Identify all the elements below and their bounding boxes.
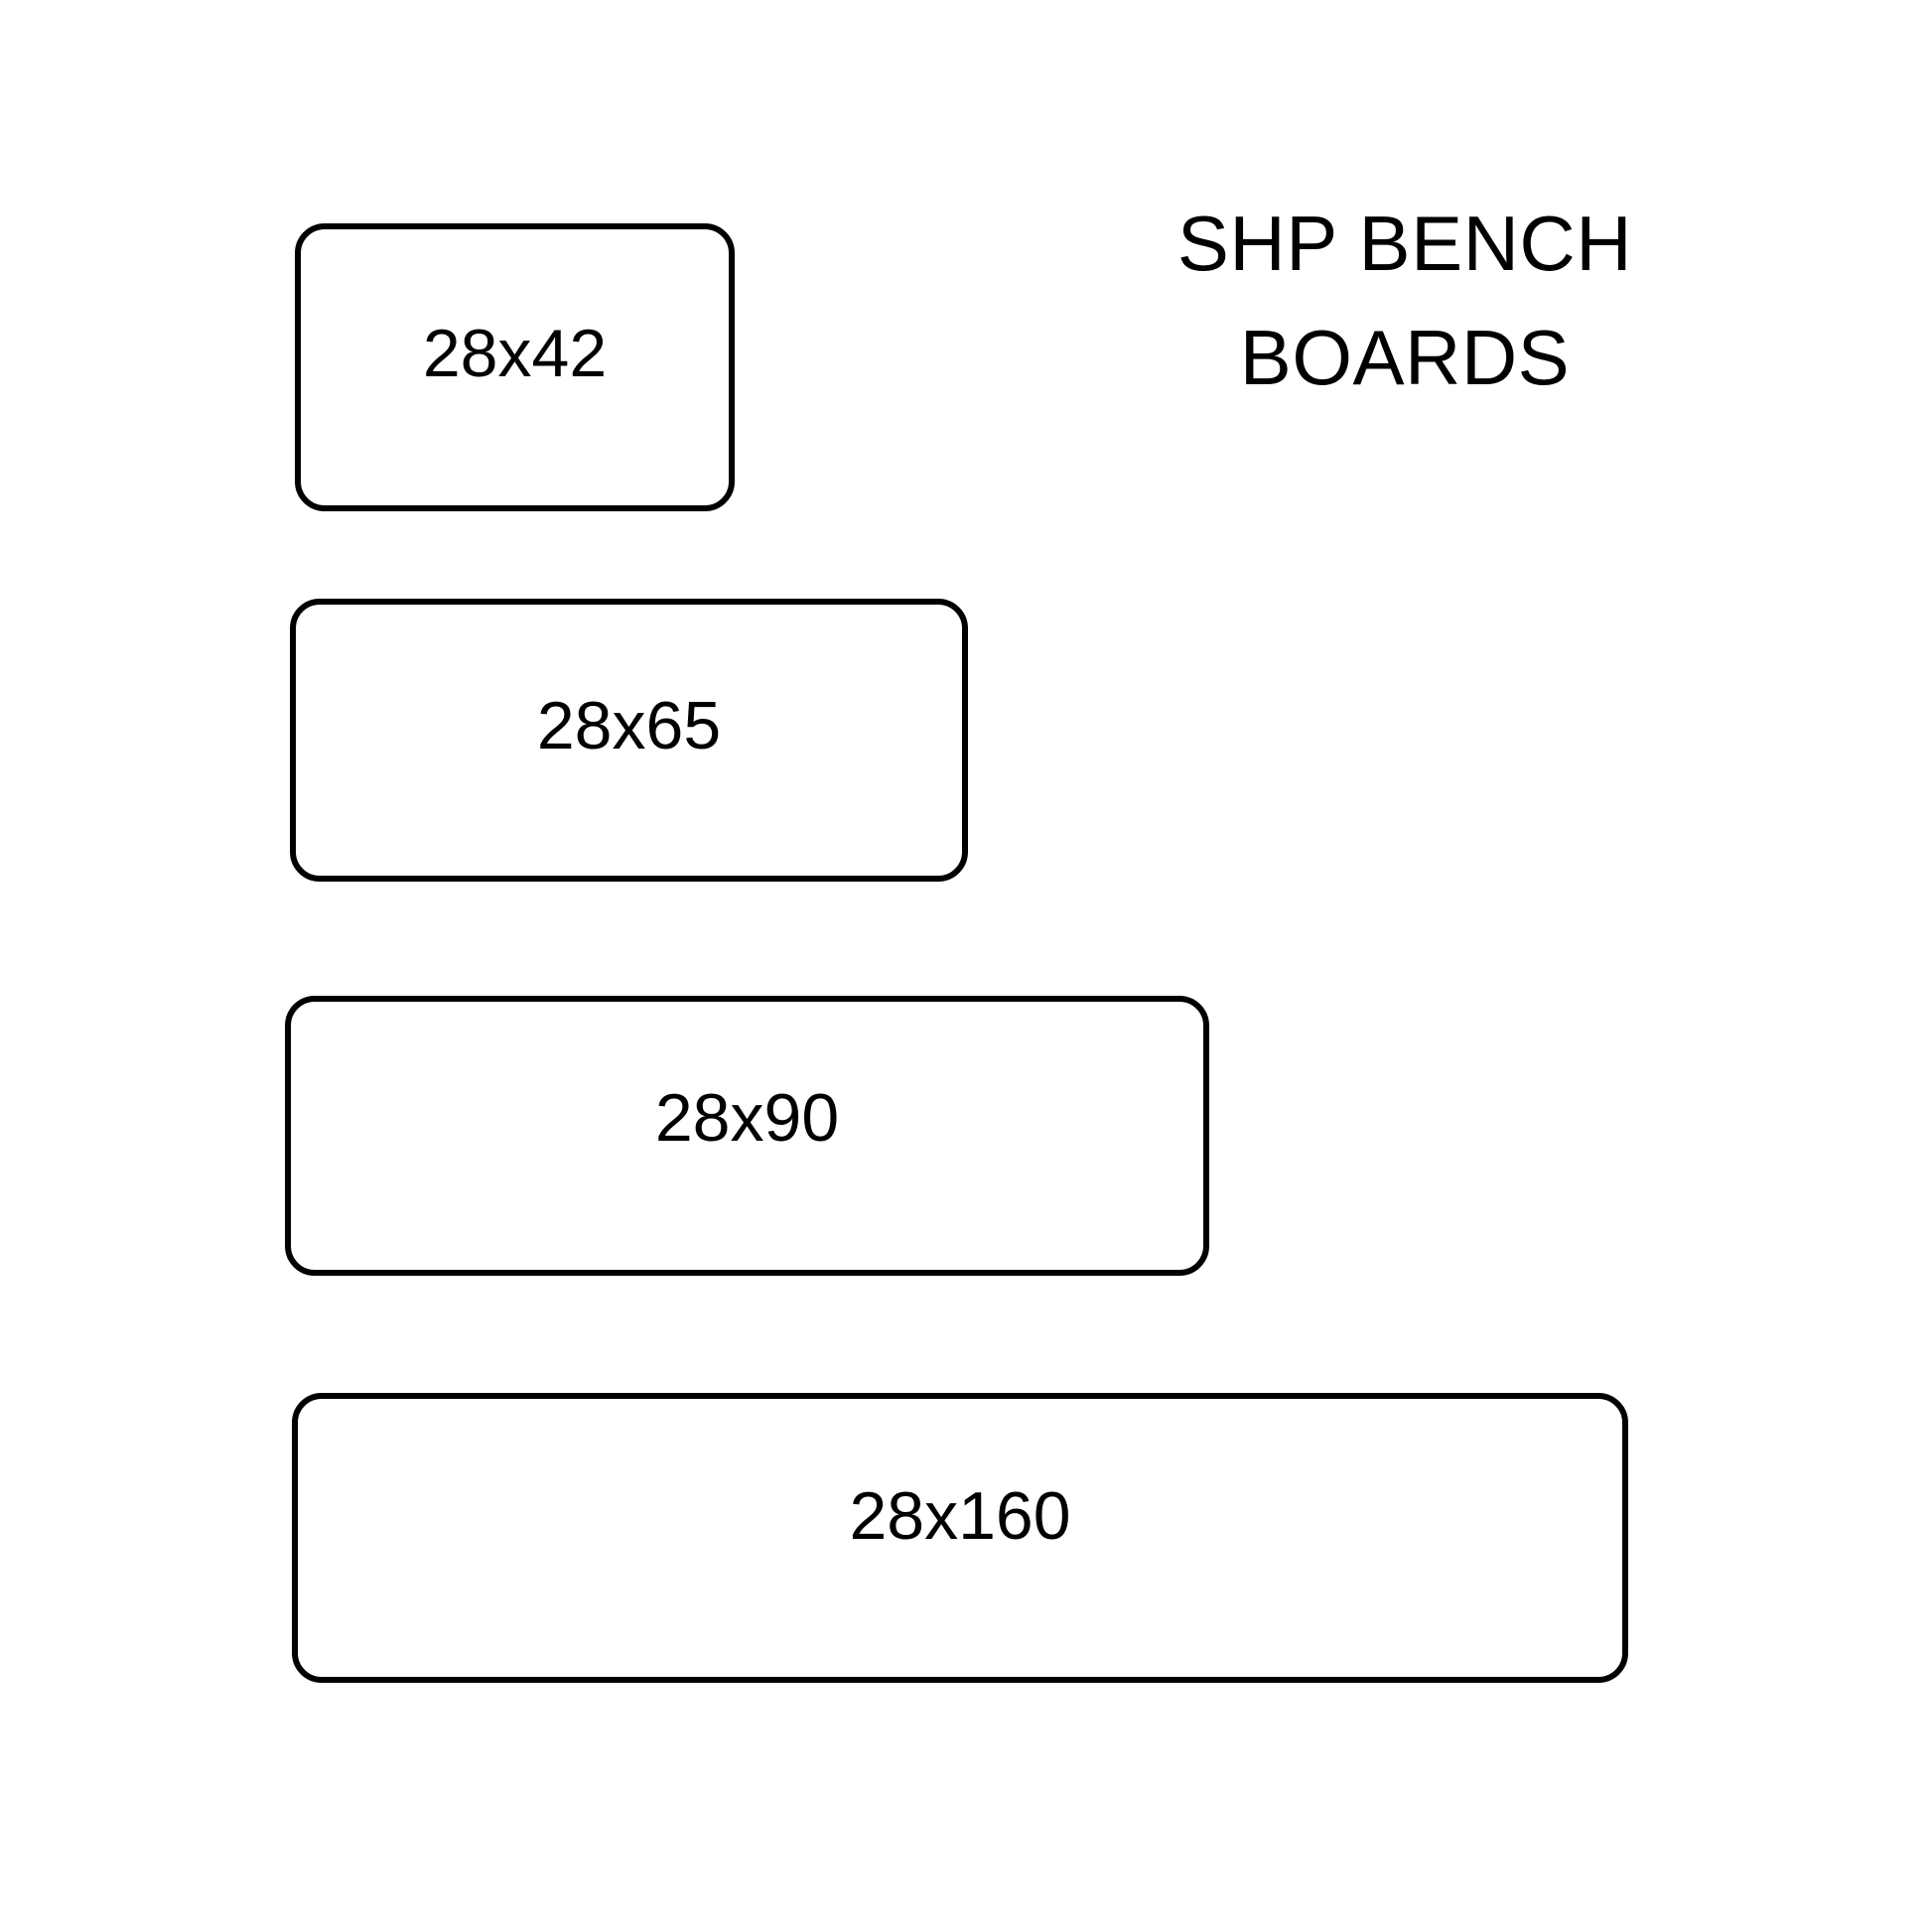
diagram-title: SHP BENCH BOARDS bbox=[1107, 187, 1703, 415]
board-shape-28x160: 28x160 bbox=[292, 1393, 1628, 1683]
board-shape-28x90: 28x90 bbox=[285, 996, 1209, 1276]
board-shape-28x65: 28x65 bbox=[290, 599, 968, 882]
board-label-28x65: 28x65 bbox=[536, 687, 722, 763]
title-line-1: SHP BENCH bbox=[1176, 200, 1633, 287]
board-shape-28x42: 28x42 bbox=[295, 223, 735, 511]
board-label-28x42: 28x42 bbox=[422, 316, 608, 391]
board-label-28x160: 28x160 bbox=[849, 1478, 1071, 1554]
board-label-28x90: 28x90 bbox=[654, 1080, 840, 1156]
title-line-2: BOARDS bbox=[1239, 314, 1571, 401]
